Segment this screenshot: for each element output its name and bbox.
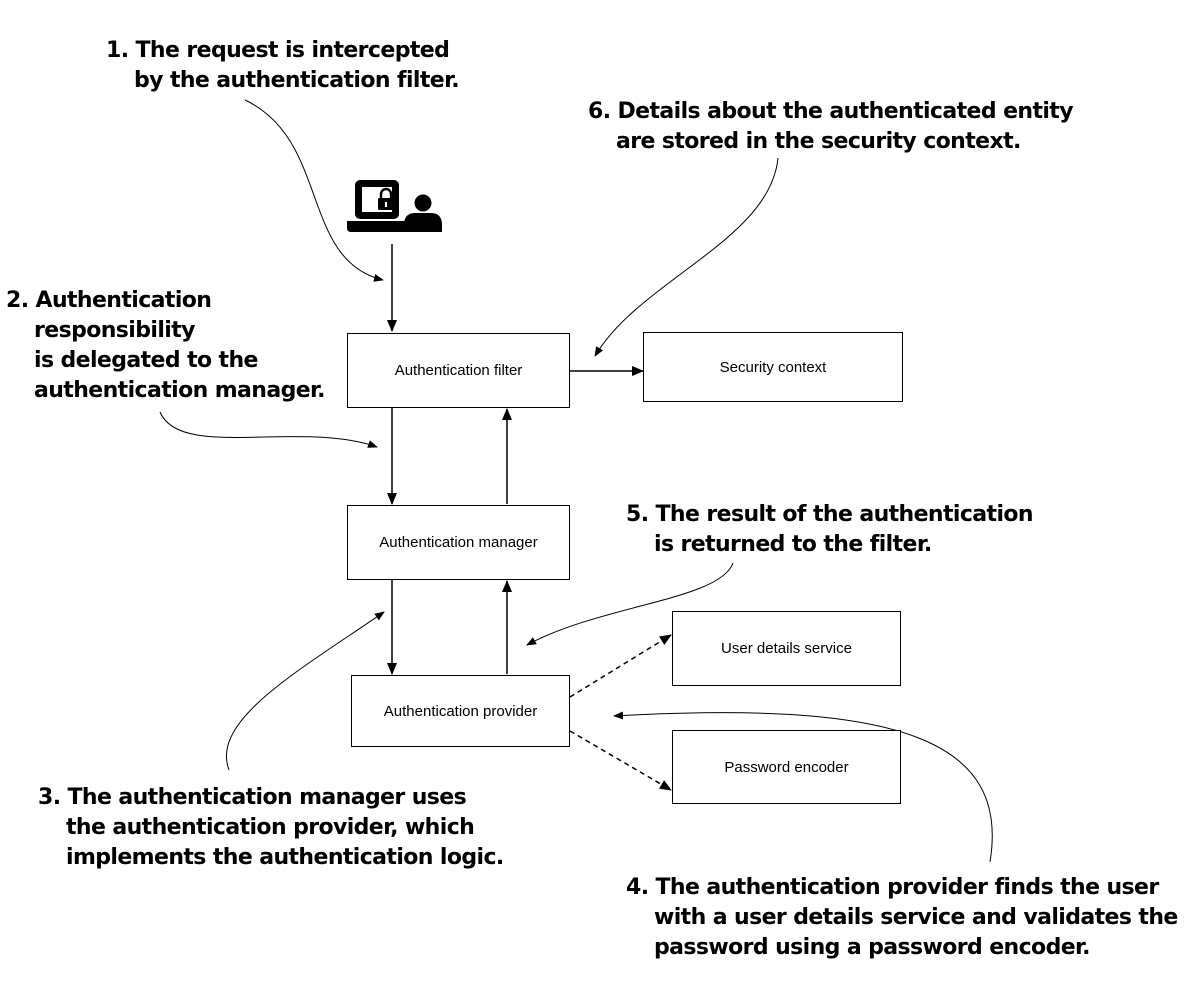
annotation-step-6-line-1: 6. Details about the authenticated entit… — [588, 99, 1074, 124]
step6-pointer — [594, 157, 779, 357]
authentication-provider-label: Authentication provider — [383, 702, 538, 720]
user-details-service-box: User details service — [672, 611, 901, 686]
annotation-step-6-line-2: are stored in the security context. — [616, 129, 1021, 154]
annotation-step-4-line-1: 4. The authentication provider finds the… — [626, 875, 1159, 900]
annotation-step-4: 4. The authentication provider finds the… — [626, 873, 1178, 963]
annotation-step-2-line-2: responsibility — [34, 318, 195, 343]
authentication-filter-box: Authentication filter — [347, 333, 570, 408]
annotation-step-2-line-3: is delegated to the — [34, 348, 258, 373]
user-details-service-label: User details service — [721, 640, 852, 657]
annotation-step-5-line-1: 5. The result of the authentication — [626, 502, 1034, 527]
step1-pointer — [244, 99, 384, 282]
annotation-step-1-line-1: 1. The request is intercepted — [106, 38, 450, 63]
authentication-manager-label: Authentication manager — [379, 534, 538, 551]
flow-connectors — [387, 244, 672, 791]
annotation-step-3-line-1: 3. The authentication manager uses — [38, 785, 467, 810]
authentication-manager-box: Authentication manager — [347, 505, 570, 580]
step5-pointer — [526, 562, 734, 646]
step4-pointer — [613, 711, 993, 863]
annotation-step-4-line-3: password using a password encoder. — [654, 935, 1091, 960]
password-encoder-box: Password encoder — [672, 730, 901, 804]
authentication-filter-label: Authentication filter — [394, 362, 523, 379]
annotation-step-2-line-4: authentication manager. — [34, 378, 326, 403]
annotation-step-3-line-2: the authentication provider, which — [66, 815, 475, 840]
security-context-label: Security context — [719, 358, 827, 376]
annotation-step-3: 3. The authentication manager uses the a… — [38, 783, 504, 873]
step3-pointer — [226, 611, 385, 771]
annotation-step-6: 6. Details about the authenticated entit… — [588, 97, 1074, 157]
annotation-step-1-line-2: by the authentication filter. — [134, 68, 460, 93]
security-context-box: Security context — [643, 332, 903, 402]
annotation-step-5: 5. The result of the authentication is r… — [626, 500, 1034, 560]
annotation-step-1: 1. The request is intercepted by the aut… — [106, 36, 460, 96]
step2-pointer — [159, 411, 378, 448]
password-encoder-label: Password encoder — [724, 758, 849, 776]
arrow-provider-to-password-encoder — [569, 730, 672, 791]
authentication-provider-box: Authentication provider — [351, 675, 570, 747]
arrow-provider-to-user-details-service — [569, 634, 672, 698]
annotation-step-2: 2. Authentication responsibility is dele… — [6, 286, 326, 406]
annotation-step-3-line-3: implements the authentication logic. — [66, 845, 504, 870]
annotation-step-4-line-2: with a user details service and validate… — [654, 905, 1178, 930]
laptop-lock-user-icon — [347, 180, 442, 232]
annotation-pointers — [159, 99, 993, 863]
annotation-step-5-line-2: is returned to the filter. — [654, 532, 932, 557]
annotation-step-2-line-1: 2. Authentication — [6, 288, 212, 313]
